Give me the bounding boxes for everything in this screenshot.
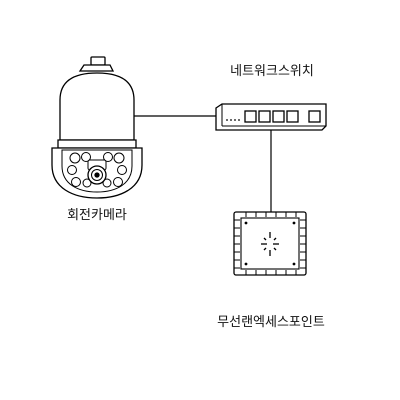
wireless-access-point-icon [233,211,307,276]
access-point: 무선랜엑세스포인트 [217,211,325,330]
camera: 회전카메라 [51,56,143,223]
connection-lines [133,115,272,212]
camera-label: 회전카메라 [67,208,127,223]
ptz-dome-camera-icon [51,56,143,199]
network-switch: 네트워크스위치 [215,64,327,131]
network-switch-icon [215,103,327,131]
switch-label: 네트워크스위치 [230,64,314,79]
access-point-label: 무선랜엑세스포인트 [217,315,325,330]
